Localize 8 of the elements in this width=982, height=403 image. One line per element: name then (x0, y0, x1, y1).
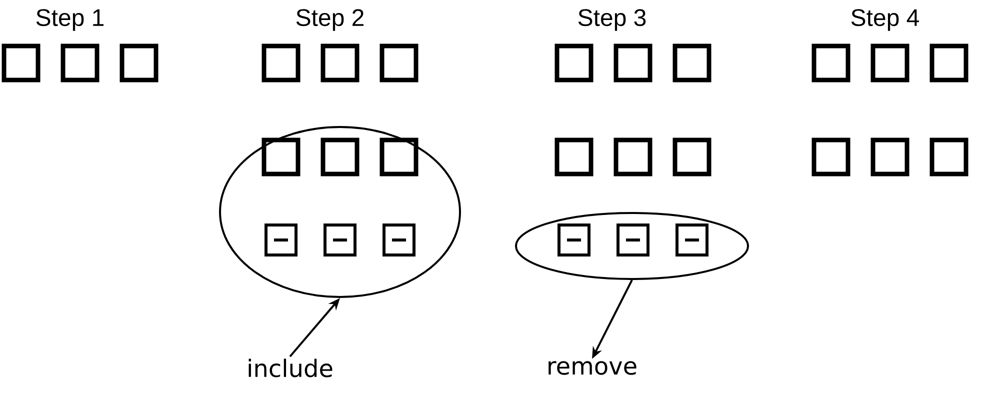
step-label: Step 4 (851, 9, 919, 31)
grouping-loop (515, 212, 749, 280)
handwritten-label: remove (548, 361, 636, 375)
step-label: Step 2 (296, 9, 364, 31)
step-label: Step 1 (36, 9, 104, 31)
step-label: Step 3 (578, 9, 646, 31)
handwritten-label: include (248, 358, 332, 378)
grouping-loop (219, 126, 461, 298)
